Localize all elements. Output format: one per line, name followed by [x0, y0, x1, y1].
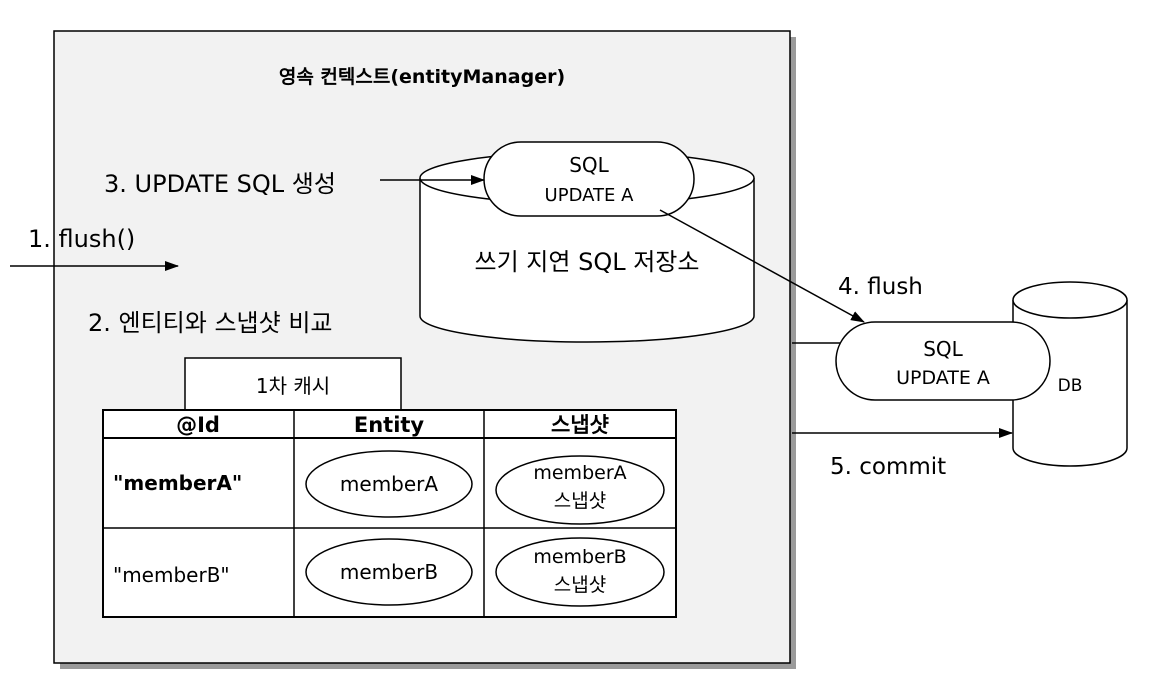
context-title: 영속 컨텍스트(entityManager) [279, 66, 565, 88]
header-entity: Entity [354, 413, 425, 437]
row-b-id: "memberB" [113, 563, 230, 587]
row-b-snapshot-line2: 스냅샷 [554, 574, 606, 596]
row-a-id: "memberA" [113, 471, 242, 495]
step4-label: 4. flush [838, 274, 923, 300]
db-sql-pill [835, 321, 1051, 401]
step5-label: 5. commit [830, 454, 946, 480]
db-sql-pill-line1: SQL [923, 337, 963, 361]
row-a-snapshot-ellipse [495, 455, 665, 525]
db-sql-pill-line2: UPDATE A [896, 367, 990, 389]
step3-label: 3. UPDATE SQL 생성 [104, 170, 336, 198]
step2-label: 2. 엔티티와 스냅샷 비교 [88, 309, 333, 337]
step1-label: 1. flush() [28, 225, 135, 253]
header-id: @Id [176, 413, 220, 437]
cache-title-tab [184, 357, 402, 411]
store-sql-pill-line2: UPDATE A [545, 185, 635, 206]
row-a-snapshot-line2: 스냅샷 [554, 490, 606, 512]
step4-arrow [659, 209, 865, 323]
row-a-snapshot-line1: memberA [533, 462, 626, 484]
cache-title: 1차 캐시 [256, 374, 330, 398]
store-sql-pill-line1: SQL [569, 153, 609, 177]
row-b-snapshot-line1: memberB [533, 546, 626, 568]
row-b-snapshot-ellipse [495, 537, 665, 607]
row-b-entity-ellipse [305, 538, 473, 606]
header-snapshot: 스냅샷 [551, 413, 609, 437]
row-a-entity-ellipse [305, 450, 473, 518]
sql-store-label: 쓰기 지연 SQL 저장소 [475, 248, 700, 276]
row-a-entity: memberA [340, 472, 438, 496]
row-b-entity: memberB [340, 560, 438, 584]
db-label: DB [1058, 376, 1083, 396]
